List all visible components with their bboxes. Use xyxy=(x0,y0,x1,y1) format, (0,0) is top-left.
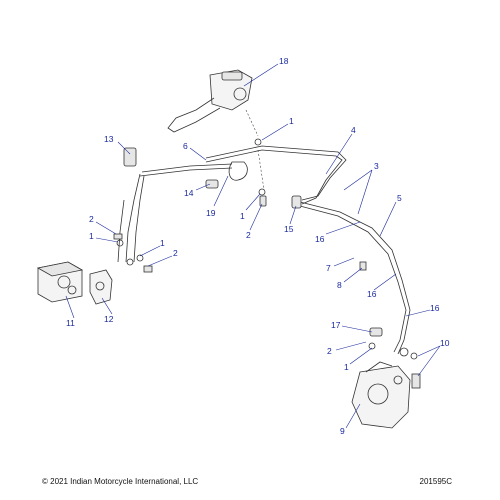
callout-1: 1 xyxy=(289,116,294,126)
callout-1: 1 xyxy=(240,211,245,221)
callout-10: 10 xyxy=(440,338,450,348)
callout-14: 14 xyxy=(184,188,194,198)
callout-6: 6 xyxy=(183,141,188,151)
callout-15: 15 xyxy=(284,224,294,234)
callout-1: 1 xyxy=(344,362,349,372)
leader-lines xyxy=(65,63,441,429)
brake-caliper xyxy=(351,361,411,429)
callout-labels: 18 1 4 3 5 6 13 14 19 1 2 15 16 7 8 16 1… xyxy=(66,56,450,436)
callout-1: 1 xyxy=(160,238,165,248)
callout-18: 18 xyxy=(279,56,289,66)
master-cylinder xyxy=(167,69,253,133)
brake-lines xyxy=(117,145,411,355)
callout-17: 17 xyxy=(331,320,341,330)
fasteners xyxy=(113,138,421,389)
callout-1: 1 xyxy=(89,231,94,241)
callout-12: 12 xyxy=(104,314,114,324)
callout-19: 19 xyxy=(206,208,216,218)
callout-7: 7 xyxy=(326,263,331,273)
callout-2: 2 xyxy=(327,346,332,356)
callout-11: 11 xyxy=(66,318,75,328)
drawing-number: 201595C xyxy=(419,477,452,486)
callout-16: 16 xyxy=(315,234,325,244)
callout-13: 13 xyxy=(104,134,114,144)
callout-3: 3 xyxy=(374,161,379,171)
callout-5: 5 xyxy=(397,193,402,203)
callout-4: 4 xyxy=(351,125,356,135)
copyright-text: © 2021 Indian Motorcycle International, … xyxy=(42,477,199,486)
abs-bracket xyxy=(89,269,113,305)
callout-9: 9 xyxy=(340,426,345,436)
callout-2: 2 xyxy=(89,214,94,224)
abs-module xyxy=(36,261,84,303)
routing-dash-lines xyxy=(245,109,265,191)
callout-2: 2 xyxy=(246,230,251,240)
callout-8: 8 xyxy=(337,280,342,290)
callout-2: 2 xyxy=(173,248,178,258)
callout-16: 16 xyxy=(430,303,440,313)
callout-16: 16 xyxy=(367,289,377,299)
